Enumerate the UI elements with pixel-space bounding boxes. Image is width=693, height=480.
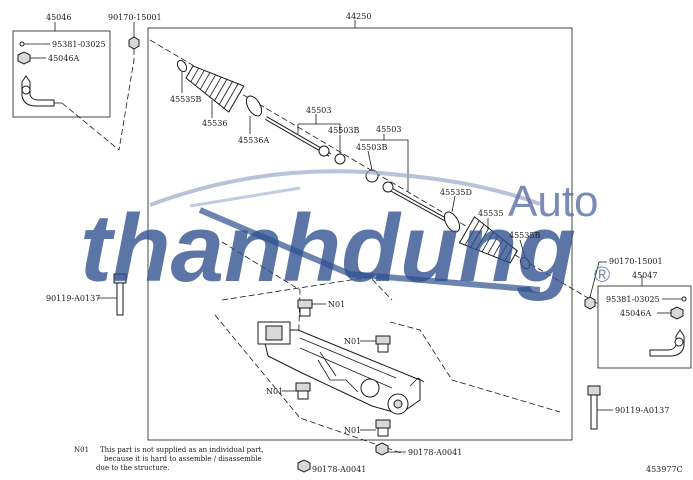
bushing-n01-c xyxy=(295,382,311,400)
bolt-rh xyxy=(587,385,601,430)
label-lh-tie-rod-end: 45046A xyxy=(48,54,79,63)
label-pin-lh: 95381-03025 xyxy=(52,40,106,49)
washer-lh xyxy=(334,153,346,165)
tie-rod-end-lh xyxy=(21,75,55,107)
label-boot-rh: 45535 xyxy=(478,209,503,218)
boot-lh xyxy=(185,65,245,113)
label-45046: 45046 xyxy=(46,13,71,22)
tie-rod-end-rh xyxy=(649,329,685,357)
label-nut-mid: 90178-A0041 xyxy=(408,448,462,457)
castle-nut-lh xyxy=(17,51,31,65)
rack-end-lh xyxy=(264,116,332,157)
note-code: N01 xyxy=(74,446,89,454)
label-lh-nut: 90170-15001 xyxy=(108,13,162,22)
note-line-3: due to the structure. xyxy=(96,464,170,472)
watermark-brand: thanhdung xyxy=(80,195,576,302)
label-rack-end-rh: 45503 xyxy=(376,125,401,134)
label-n01-d: N01 xyxy=(344,426,361,435)
flange-nut-left xyxy=(297,459,311,473)
lock-nut-lh xyxy=(128,36,140,50)
rh-tie-rod-box xyxy=(597,285,692,369)
clamp-rh xyxy=(519,256,531,270)
drawing-number: 453977C xyxy=(646,465,683,474)
bushing-n01-b xyxy=(375,335,391,353)
boot-rh xyxy=(458,216,518,264)
lh-tie-rod-box xyxy=(12,30,111,118)
lock-nut-rh xyxy=(584,296,596,310)
label-washer-lh: 45503B xyxy=(328,126,359,135)
label-nut-left: 90178-A0041 xyxy=(312,465,366,474)
label-pin-rh: 95381-03025 xyxy=(606,295,660,304)
clamp-lh xyxy=(176,59,188,73)
label-n01-c: N01 xyxy=(266,387,283,396)
label-clip-lh: 45536A xyxy=(238,136,269,145)
bushing-n01-a xyxy=(297,299,313,317)
flange-nut-mid xyxy=(375,442,389,456)
label-n01-b: N01 xyxy=(344,337,361,346)
bushing-n01-d xyxy=(375,419,391,437)
clip-rh xyxy=(443,211,461,233)
watermark-reg: ® xyxy=(594,262,610,287)
label-boot-lh: 45536 xyxy=(202,119,227,128)
label-45047: 45047 xyxy=(632,271,657,280)
watermark-logo: thanhdung Auto ® xyxy=(80,169,610,302)
bolt-lh xyxy=(113,273,127,316)
label-clamp-lh: 45535B xyxy=(170,95,201,104)
label-bolt-lh: 90119-A0137 xyxy=(46,294,100,303)
note-line-1: This part is not supplied as an individu… xyxy=(100,446,264,454)
label-bolt-rh: 90119-A0137 xyxy=(615,406,669,415)
label-rack-end-lh: 45503 xyxy=(306,106,331,115)
rack-end-rh xyxy=(382,181,451,224)
label-washer-rh: 45503B xyxy=(356,143,387,152)
label-rh-tie-rod-end: 45046A xyxy=(620,309,651,318)
watermark-auto: Auto xyxy=(508,177,599,226)
label-44250: 44250 xyxy=(346,12,371,21)
label-rh-nut: 90170-15001 xyxy=(609,257,663,266)
label-clamp-rh: 45535B xyxy=(509,231,540,240)
label-clip-rh: 45535D xyxy=(440,188,472,197)
note-line-2: because it is hard to assemble / disasse… xyxy=(104,455,262,463)
castle-nut-rh xyxy=(670,306,684,320)
clip-lh xyxy=(245,95,263,117)
steering-gear-housing xyxy=(257,321,425,415)
rack-assembly-frame xyxy=(147,27,573,441)
label-n01-a: N01 xyxy=(328,300,345,309)
